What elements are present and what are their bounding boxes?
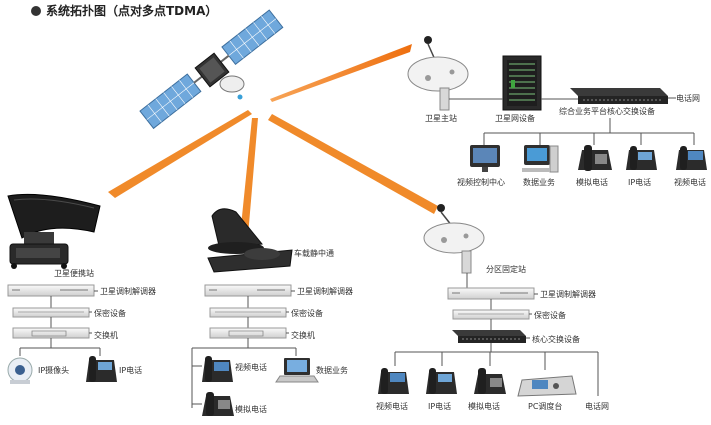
portable-station-label: 卫星便携站	[54, 268, 94, 278]
beam-to-portable-station	[108, 110, 252, 198]
vehicle-video-phone: 视频电话	[202, 356, 267, 382]
hub-links	[449, 97, 695, 145]
beam-to-branch-station	[268, 114, 438, 214]
svg-text:视频电话: 视频电话	[235, 362, 267, 372]
hub-core-switch-label: 综合业务平台核心交换设备	[559, 106, 655, 116]
portable-crypto-icon	[12, 307, 90, 318]
portable-switch-label: 交换机	[94, 330, 118, 340]
branch-station	[423, 204, 485, 274]
portable-modem-icon	[7, 284, 95, 297]
beam-to-main-station	[270, 44, 412, 102]
svg-text:PC调度台: PC调度台	[528, 401, 562, 411]
vehicle-switch-label: 交换机	[291, 330, 315, 340]
title-bullet-icon	[31, 6, 41, 16]
satellite-dish-icon	[407, 56, 469, 92]
svg-text:IP电话: IP电话	[628, 177, 651, 187]
hub-main-station: 卫星主站	[407, 36, 469, 123]
vehicle-analog-phone: 模拟电话	[202, 392, 267, 416]
satellite-network-rack-icon	[502, 55, 542, 111]
portable-ip-camera: IP摄像头	[7, 357, 69, 384]
page-title: 系统拓扑图（点对多点TDMA）	[46, 3, 217, 18]
satellite-dish-icon	[423, 222, 485, 254]
hub-terminal-data: 数据业务	[522, 145, 559, 187]
branch-pc-console: PC调度台	[517, 375, 577, 411]
svg-text:IP摄像头: IP摄像头	[38, 365, 69, 375]
branch-crypto-icon	[452, 309, 530, 320]
branch-core-switch-label: 核心交换设备	[532, 334, 580, 344]
branch-crypto-label: 保密设备	[534, 310, 566, 320]
svg-text:数据业务: 数据业务	[523, 177, 555, 187]
hub-terminal-video-phone: 视频电话	[674, 146, 707, 187]
svg-text:IP电话: IP电话	[428, 401, 451, 411]
satellite-beams	[108, 44, 438, 236]
vehicle-switch-icon	[209, 327, 287, 339]
svg-text:模拟电话: 模拟电话	[468, 401, 500, 411]
hub-network-equipment-label: 卫星网设备	[495, 113, 535, 123]
portable-ip-phone: IP电话	[86, 356, 142, 382]
hub-terminal-video-control: 视频控制中心	[457, 145, 505, 187]
portable-station-icon	[7, 193, 101, 269]
hub-terminal-analog-phone: 模拟电话	[576, 145, 612, 187]
beam-to-vehicle-station	[240, 118, 258, 236]
vehicle-crypto-icon	[209, 307, 287, 318]
hub-terminal-ip-phone: IP电话	[626, 146, 657, 187]
vehicle-crypto-label: 保密设备	[291, 308, 323, 318]
svg-text:视频控制中心: 视频控制中心	[457, 177, 505, 187]
vehicle-station-icon	[207, 208, 293, 273]
svg-text:模拟电话: 模拟电话	[576, 177, 608, 187]
vehicle-modem-label: 卫星调制解调器	[297, 286, 353, 296]
portable-modem-label: 卫星调制解调器	[100, 286, 156, 296]
vehicle-station-label: 车载静中通	[294, 248, 334, 258]
hub-phone-network-label: 电话网	[676, 93, 700, 103]
portable-crypto-label: 保密设备	[94, 308, 126, 318]
vehicle-data-service: 数据业务	[275, 358, 348, 383]
hub-core-switch-icon	[570, 88, 668, 104]
svg-text:数据业务: 数据业务	[316, 365, 348, 375]
svg-text:视频电话: 视频电话	[376, 401, 408, 411]
branch-phone-network-label: 电话网	[585, 401, 609, 411]
branch-analog-phone: 模拟电话	[468, 368, 506, 411]
branch-modem-label: 卫星调制解调器	[540, 289, 596, 299]
branch-station-label: 分区固定站	[486, 264, 526, 274]
branch-modem-icon	[447, 287, 535, 300]
svg-text:IP电话: IP电话	[119, 365, 142, 375]
portable-switch-icon	[12, 327, 90, 339]
vehicle-modem-icon	[204, 284, 292, 297]
hub-main-station-label: 卫星主站	[425, 113, 457, 123]
svg-text:视频电话: 视频电话	[674, 177, 706, 187]
branch-video-phone: 视频电话	[376, 368, 409, 411]
satellite-icon	[139, 9, 284, 130]
branch-ip-phone: IP电话	[426, 368, 457, 411]
branch-core-switch-icon	[452, 330, 526, 343]
svg-text:模拟电话: 模拟电话	[235, 404, 267, 414]
